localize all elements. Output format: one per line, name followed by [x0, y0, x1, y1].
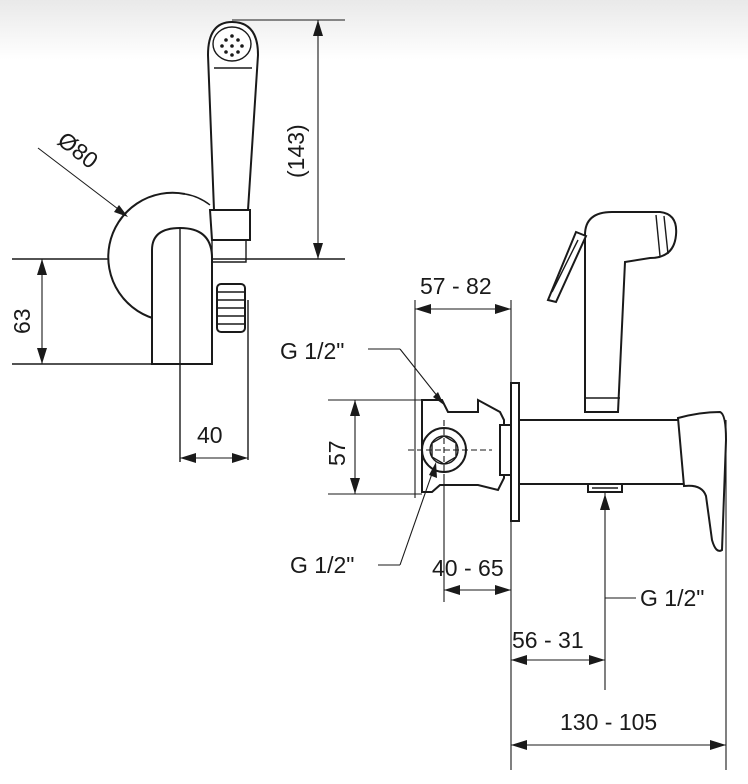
- thread-right-callout: G 1/2": [600, 492, 704, 690]
- valve-height-label: 57: [324, 440, 350, 466]
- side-view-holder: [12, 20, 345, 462]
- connection-spacing-dimension: 57 - 82: [414, 273, 512, 498]
- outlet-offset-label: 56 - 31: [512, 627, 584, 653]
- connection-spacing-label: 57 - 82: [420, 273, 492, 299]
- thread-left-label: G 1/2": [290, 552, 354, 578]
- overall-length-label: 130 - 105: [560, 709, 657, 735]
- thread-top-callout: G 1/2": [280, 338, 444, 405]
- thread-left-callout: G 1/2": [290, 462, 437, 578]
- bracket-depth-label: 40: [197, 422, 223, 448]
- body-depth-label: 40 - 65: [432, 555, 504, 581]
- top-shade: [0, 0, 748, 60]
- outlet-offset-dimension: 56 - 31: [510, 620, 605, 770]
- diameter-dimension: Ø80: [37, 126, 128, 217]
- body-depth-dimension: 40 - 65: [432, 480, 512, 620]
- spray-holes: [220, 34, 244, 57]
- front-view-mixer: [408, 211, 728, 552]
- wall-height-label: 63: [9, 308, 35, 334]
- bracket-depth-dimension: 40: [180, 422, 248, 463]
- diameter-label: Ø80: [53, 126, 103, 173]
- handshower-length-label: (143): [283, 124, 309, 178]
- thread-top-label: G 1/2": [280, 338, 344, 364]
- thread-right-label: G 1/2": [640, 585, 704, 611]
- handshower-length-dimension: (143): [232, 19, 345, 259]
- valve-height-dimension: 57: [324, 399, 422, 495]
- overall-length-dimension: 130 - 105: [511, 420, 727, 770]
- wall-height-dimension: 63: [9, 259, 47, 364]
